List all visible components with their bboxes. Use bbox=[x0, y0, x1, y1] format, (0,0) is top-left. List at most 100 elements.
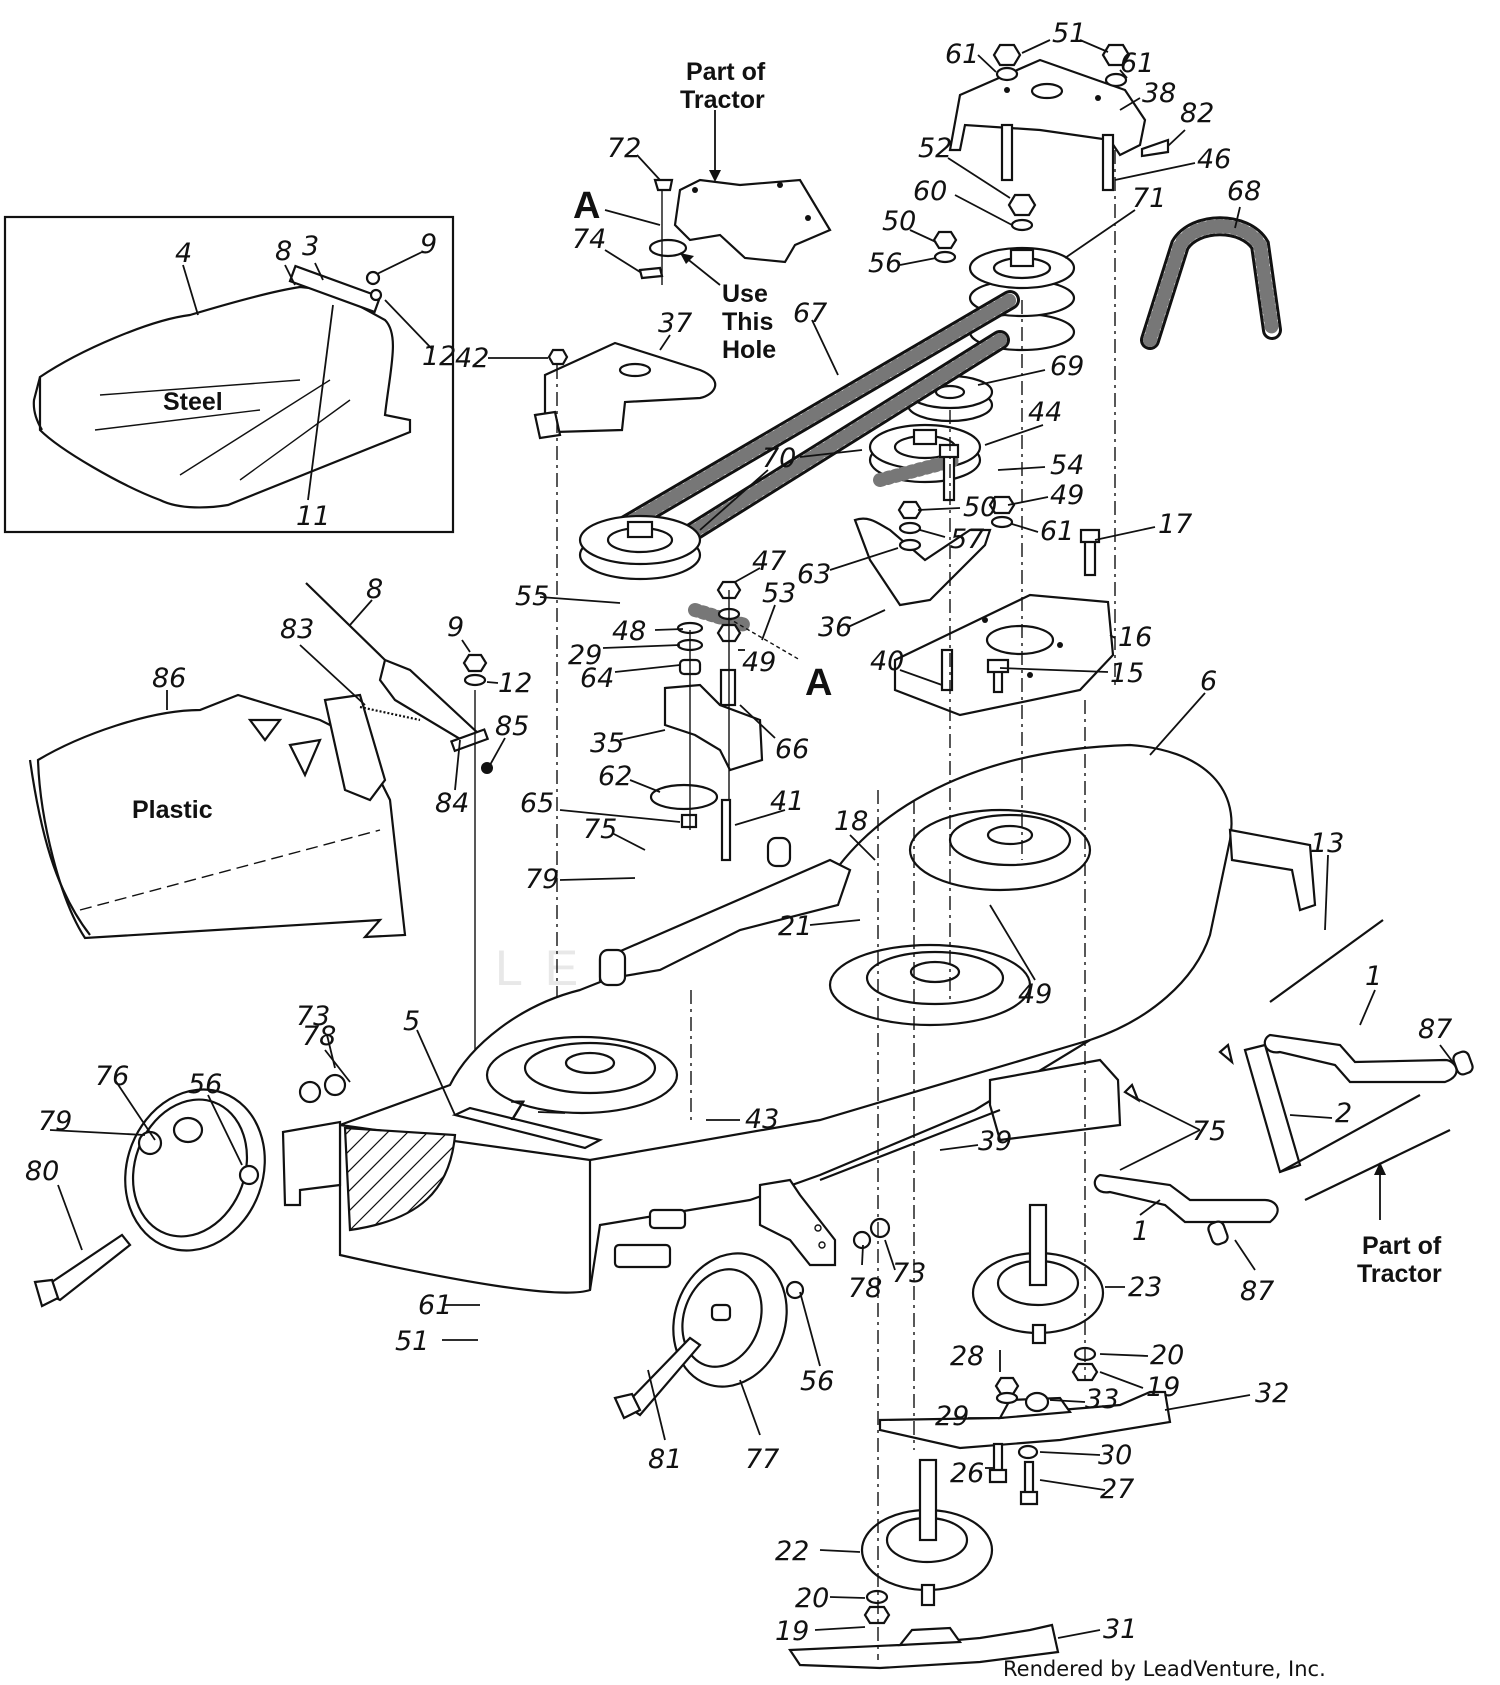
steel-label: Steel bbox=[163, 388, 223, 416]
callout-8: 8 bbox=[366, 574, 383, 605]
callout-42: 42 bbox=[455, 343, 489, 374]
steel-chute-shape bbox=[38, 285, 412, 509]
callout-13: 13 bbox=[1310, 828, 1344, 859]
callout-61: 61 bbox=[1120, 48, 1154, 79]
callout-51: 51 bbox=[395, 1326, 429, 1357]
rear-wheel-bracket bbox=[281, 1120, 342, 1207]
drive-belts bbox=[578, 216, 1282, 581]
callout-15: 15 bbox=[1110, 658, 1144, 689]
callout-49: 49 bbox=[1050, 480, 1084, 511]
callout-60: 60 bbox=[913, 176, 947, 207]
callout-11: 11 bbox=[296, 501, 330, 532]
spindle-22-blade-31 bbox=[788, 1458, 1060, 1670]
callout-7: 7 bbox=[508, 1096, 525, 1127]
callout-20: 20 bbox=[1150, 1340, 1184, 1371]
callout-79: 79 bbox=[38, 1106, 72, 1137]
callout-19: 19 bbox=[775, 1616, 809, 1647]
callout-26: 26 bbox=[950, 1458, 984, 1489]
upper-bracket-assembly bbox=[868, 43, 1170, 484]
callout-36: 36 bbox=[818, 612, 852, 643]
front-wheel-77 bbox=[613, 1217, 891, 1420]
callout-66: 66 bbox=[775, 734, 809, 765]
callout-43: 43 bbox=[745, 1104, 779, 1135]
callout-17: 17 bbox=[1158, 509, 1192, 540]
callout-68: 68 bbox=[1227, 176, 1261, 207]
callout-56: 56 bbox=[868, 248, 902, 279]
callout-18: 18 bbox=[834, 806, 868, 837]
callout-75: 75 bbox=[1192, 1116, 1226, 1147]
callout-50: 50 bbox=[882, 206, 916, 237]
tractor-bracket-top: Part of Tractor A Use This Hole bbox=[573, 58, 832, 364]
callout-38: 38 bbox=[1142, 78, 1176, 109]
callout-67: 67 bbox=[793, 298, 827, 329]
callout-76: 76 bbox=[95, 1061, 129, 1092]
callout-49: 49 bbox=[742, 647, 776, 678]
use-this-hole-l1: Use bbox=[722, 280, 768, 308]
callout-56: 56 bbox=[800, 1366, 834, 1397]
callout-78: 78 bbox=[848, 1273, 882, 1304]
callout-23: 23 bbox=[1128, 1272, 1162, 1303]
callout-2: 2 bbox=[1335, 1098, 1352, 1129]
callout-44: 44 bbox=[1028, 397, 1062, 428]
callout-37: 37 bbox=[658, 308, 692, 339]
callout-62: 62 bbox=[598, 761, 632, 792]
plastic-label: Plastic bbox=[132, 796, 213, 824]
callout-6: 6 bbox=[1200, 666, 1217, 697]
part-of-tractor-right-l1: Part of bbox=[1362, 1232, 1442, 1260]
callout-27: 27 bbox=[1100, 1474, 1134, 1505]
callout-71: 71 bbox=[1132, 183, 1166, 214]
callout-46: 46 bbox=[1197, 144, 1231, 175]
callout-73: 73 bbox=[892, 1258, 926, 1289]
bracket-37 bbox=[533, 341, 717, 1025]
callout-41: 41 bbox=[770, 786, 804, 817]
lift-linkage bbox=[1093, 919, 1474, 1246]
callout-51: 51 bbox=[1052, 18, 1086, 49]
rear-wheel-76 bbox=[33, 1073, 347, 1308]
plastic-chute: Plastic bbox=[28, 582, 493, 1200]
callout-61: 61 bbox=[945, 39, 979, 70]
callout-9: 9 bbox=[447, 612, 464, 643]
inset-frame bbox=[3, 215, 455, 534]
callout-5: 5 bbox=[403, 1006, 420, 1037]
callout-86: 86 bbox=[152, 663, 186, 694]
callout-28: 28 bbox=[950, 1341, 984, 1372]
callout-12: 12 bbox=[498, 668, 532, 699]
callout-57: 57 bbox=[950, 524, 984, 555]
callout-83: 83 bbox=[280, 614, 314, 645]
callout-12: 12 bbox=[422, 341, 456, 372]
part-of-tractor-top-l2: Tractor bbox=[680, 86, 765, 114]
callout-30: 30 bbox=[1098, 1440, 1132, 1471]
callout-82: 82 bbox=[1180, 98, 1214, 129]
callout-21: 21 bbox=[778, 911, 812, 942]
callout-47: 47 bbox=[752, 546, 786, 577]
callout-1: 1 bbox=[1365, 961, 1382, 992]
callout-80: 80 bbox=[25, 1156, 59, 1187]
callout-61: 61 bbox=[1040, 516, 1074, 547]
callout-39: 39 bbox=[978, 1126, 1012, 1157]
callout-52: 52 bbox=[918, 133, 952, 164]
callout-48: 48 bbox=[612, 616, 646, 647]
callout-63: 63 bbox=[797, 559, 831, 590]
callout-87: 87 bbox=[1418, 1014, 1452, 1045]
callout-1: 1 bbox=[1132, 1216, 1149, 1247]
callout-20: 20 bbox=[795, 1583, 829, 1614]
callout-40: 40 bbox=[870, 646, 904, 677]
callout-75: 75 bbox=[583, 814, 617, 845]
callout-85: 85 bbox=[495, 711, 529, 742]
callout-74: 74 bbox=[572, 224, 606, 255]
reference-a-mid: A bbox=[805, 662, 832, 704]
callout-9: 9 bbox=[420, 229, 437, 260]
callout-49: 49 bbox=[1018, 979, 1052, 1010]
callout-61: 61 bbox=[418, 1290, 452, 1321]
credit-text: Rendered by LeadVenture, Inc. bbox=[1003, 1657, 1326, 1681]
callout-3: 3 bbox=[302, 231, 319, 262]
use-this-hole-l2: This bbox=[722, 308, 773, 336]
callout-35: 35 bbox=[590, 728, 624, 759]
callout-32: 32 bbox=[1255, 1378, 1289, 1409]
callout-77: 77 bbox=[745, 1444, 779, 1475]
tractor-label-right: Part of Tractor bbox=[1357, 1162, 1442, 1288]
assembly-centerlines bbox=[690, 150, 1116, 1660]
part-of-tractor-right-l2: Tractor bbox=[1357, 1260, 1442, 1288]
callout-4: 4 bbox=[175, 238, 192, 269]
